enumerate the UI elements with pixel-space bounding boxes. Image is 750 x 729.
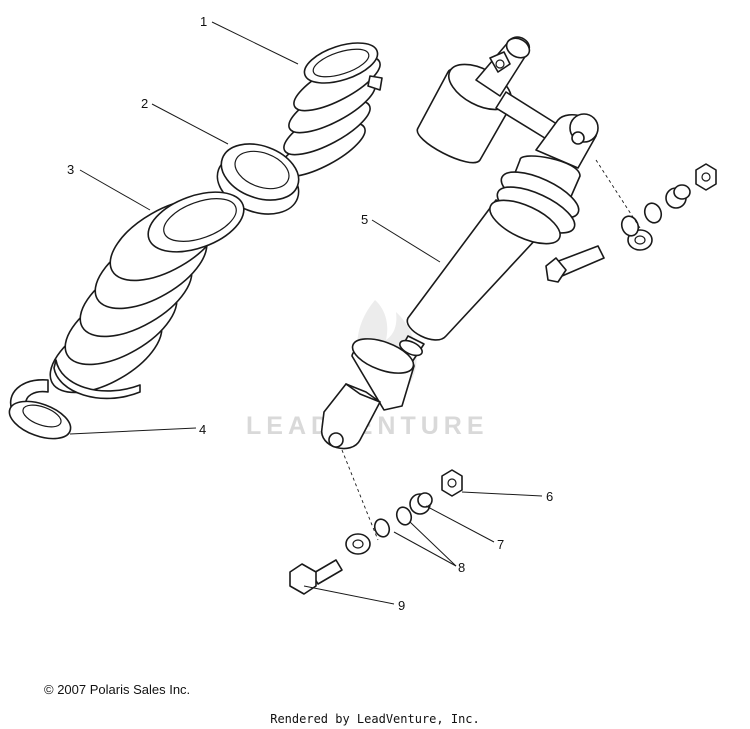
callout-6: 6 — [546, 489, 553, 504]
rendered-by-text: Rendered by LeadVenture, Inc. — [270, 712, 480, 726]
part-3-lower-spring — [49, 191, 245, 400]
callout-numbers: 1 2 3 4 5 6 7 8 9 — [67, 14, 553, 613]
callout-2: 2 — [141, 96, 148, 111]
part-5-shock-absorber — [321, 36, 599, 450]
callout-8: 8 — [458, 560, 465, 575]
callout-5: 5 — [361, 212, 368, 227]
part-4-retainer-clip — [8, 379, 72, 440]
callout-3: 3 — [67, 162, 74, 177]
callout-1: 1 — [200, 14, 207, 29]
leader-lines — [69, 21, 543, 605]
part-2-spring-adapter — [216, 143, 300, 215]
copyright-text: © 2007 Polaris Sales Inc. — [44, 682, 191, 697]
callout-9: 9 — [398, 598, 405, 613]
upper-hardware — [545, 159, 717, 283]
lower-hardware — [289, 449, 463, 595]
callout-7: 7 — [497, 537, 504, 552]
part-1-upper-spring — [278, 42, 383, 178]
callout-4: 4 — [199, 422, 206, 437]
